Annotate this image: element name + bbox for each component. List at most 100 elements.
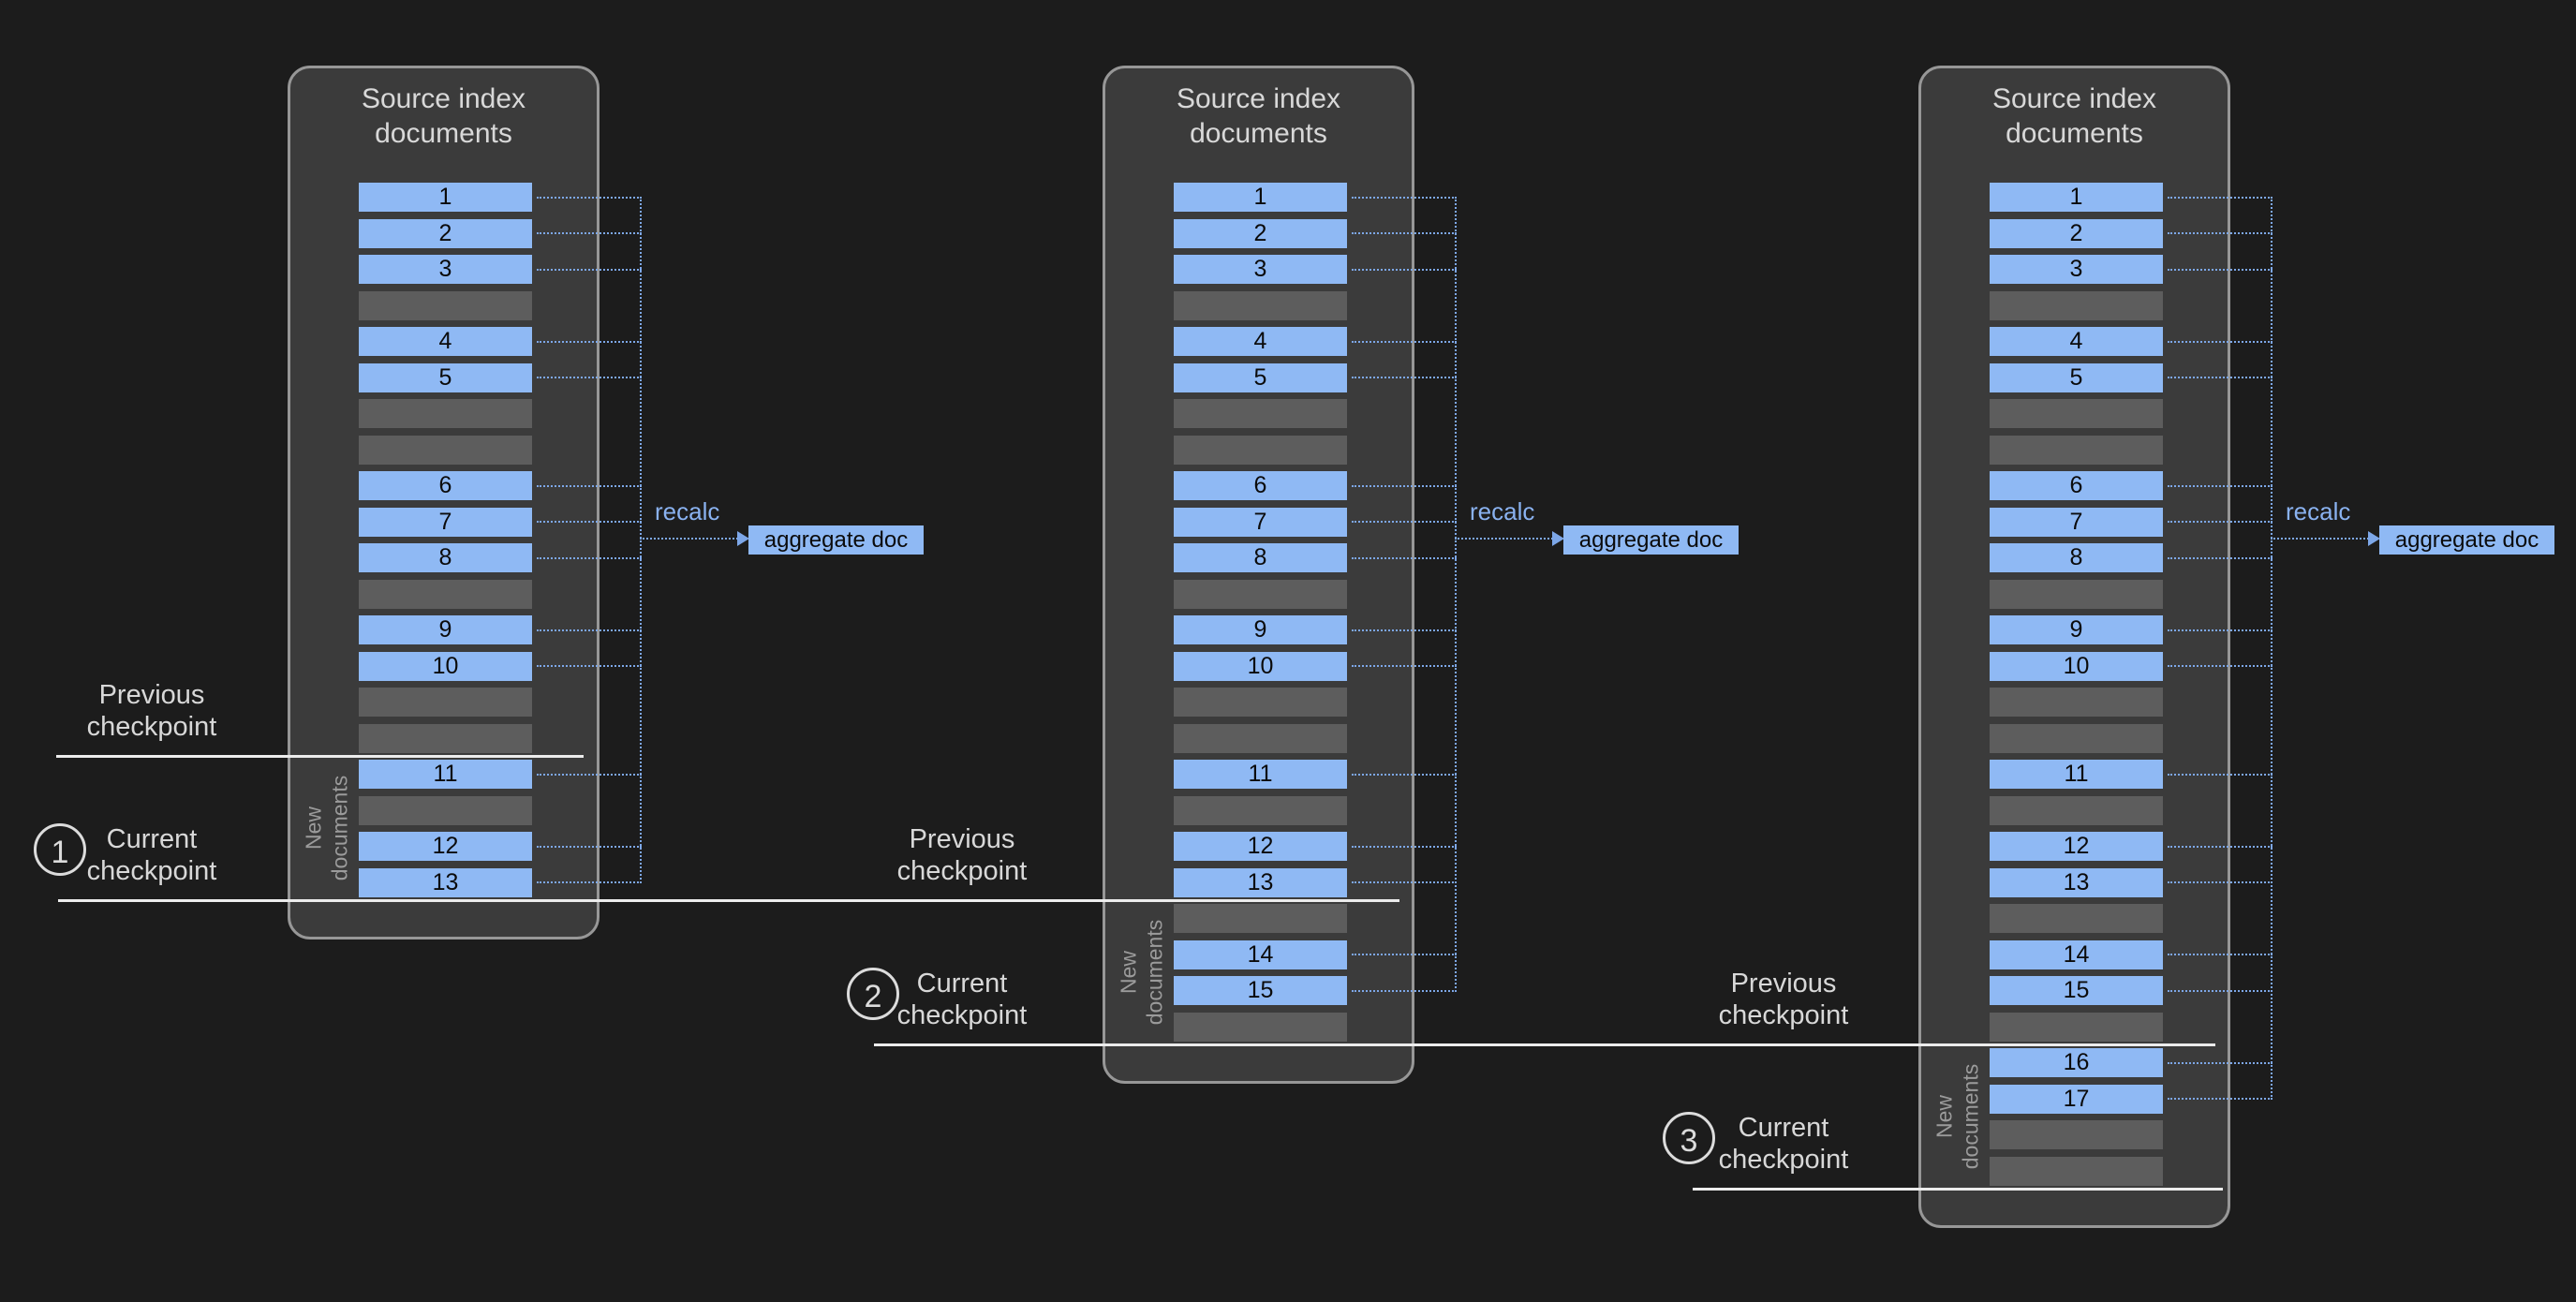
document-bar-label: 11 [1248, 761, 1273, 787]
document-bar: 6 [359, 471, 532, 500]
document-bar: 7 [1174, 508, 1347, 537]
aggregate-doc-box: aggregate doc [1563, 525, 1739, 555]
document-bar: 9 [1990, 615, 2163, 644]
document-bar: 11 [359, 760, 532, 789]
panel-title-line: documents [375, 118, 512, 149]
document-bar-label: 3 [438, 256, 452, 282]
previous-checkpoint-line-text: checkpoint [1718, 1000, 1849, 1030]
recalc-arrow [1455, 538, 1556, 540]
connector-line [1352, 990, 1457, 992]
document-bar-label: 2 [438, 220, 452, 246]
empty-bar [359, 724, 532, 753]
connector-line [2168, 629, 2273, 631]
connector-line [2168, 1062, 2273, 1064]
document-bar-label: 7 [438, 509, 452, 535]
empty-bar [1174, 436, 1347, 465]
document-bar: 5 [1174, 363, 1347, 392]
document-bar: 15 [1174, 976, 1347, 1005]
document-bar: 1 [359, 183, 532, 212]
connector-line [1352, 341, 1457, 343]
connector-line [2168, 557, 2273, 559]
recalc-arrow [2271, 538, 2372, 540]
empty-bar [1174, 291, 1347, 320]
document-bar-label: 12 [432, 833, 459, 859]
document-bar-label: 15 [1247, 977, 1274, 1003]
document-bar: 4 [1174, 327, 1347, 356]
document-bar: 6 [1990, 471, 2163, 500]
connector-line [2168, 954, 2273, 955]
connector-line [1352, 232, 1457, 234]
document-bar-label: 5 [438, 364, 452, 391]
document-bar: 4 [359, 327, 532, 356]
document-bar-label: 11 [2064, 761, 2089, 787]
empty-bar [1990, 291, 2163, 320]
document-bar: 7 [1990, 508, 2163, 537]
empty-bar [1990, 436, 2163, 465]
connector-line [1352, 269, 1457, 271]
document-bar: 9 [359, 615, 532, 644]
document-bar: 15 [1990, 976, 2163, 1005]
panel-title-line: Source index [1176, 83, 1341, 114]
connector-line [2168, 377, 2273, 378]
document-bar-label: 9 [2069, 616, 2083, 643]
previous-checkpoint-line-text: Previous [1730, 969, 1837, 999]
document-bar: 12 [1990, 832, 2163, 861]
connector-line [1352, 557, 1457, 559]
checkpoint-line [874, 1043, 2215, 1046]
document-bar-label: 9 [1253, 616, 1267, 643]
document-bar: 10 [359, 652, 532, 681]
checkpoint-line [58, 899, 1399, 902]
connector-line [2168, 197, 2273, 199]
panel-title-line: Source index [361, 83, 526, 114]
previous-checkpoint-line-text: checkpoint [896, 856, 1028, 886]
new-documents-line: documents [1142, 919, 1167, 1026]
recalc-arrowhead-icon [1552, 531, 1564, 546]
connector-line [537, 521, 642, 523]
document-bar-label: 1 [1253, 184, 1267, 210]
document-bar: 14 [1990, 940, 2163, 969]
empty-bar [1990, 1120, 2163, 1149]
document-bar-label: 14 [1247, 941, 1274, 968]
current-checkpoint-line-text: Current [106, 824, 198, 854]
connector-line [1352, 665, 1457, 667]
connector-line [537, 774, 642, 776]
document-bar: 2 [1990, 219, 2163, 248]
document-bar: 13 [359, 868, 532, 897]
recalc-label: recalc [2286, 497, 2351, 525]
document-bar: 3 [1174, 255, 1347, 284]
document-bar: 5 [1990, 363, 2163, 392]
document-bar-label: 5 [2069, 364, 2083, 391]
empty-bar [1174, 580, 1347, 609]
document-bar-label: 11 [433, 761, 458, 787]
connector-line [2168, 990, 2273, 992]
document-bar: 13 [1990, 868, 2163, 897]
document-bar-label: 13 [2063, 869, 2090, 895]
previous-checkpoint-line-text: Previous [909, 824, 1015, 854]
connector-line [1352, 881, 1457, 883]
current-checkpoint-line-text: Current [1738, 1113, 1829, 1143]
new-documents-line: documents [1958, 1063, 1983, 1170]
empty-bar [1990, 1157, 2163, 1186]
empty-bar [1174, 1013, 1347, 1042]
connector-line [2168, 665, 2273, 667]
checkpoint-number-badge: 3 [1663, 1112, 1715, 1164]
aggregate-doc-box: aggregate doc [748, 525, 924, 555]
document-bar-label: 6 [438, 472, 452, 498]
checkpoint-number-badge: 2 [847, 968, 899, 1020]
connector-line [537, 629, 642, 631]
current-checkpoint-line-text: checkpoint [1718, 1145, 1849, 1175]
aggregation-bracket-line [1455, 197, 1457, 992]
connector-line [2168, 232, 2273, 234]
connector-line [537, 377, 642, 378]
document-bar-label: 7 [2069, 509, 2083, 535]
connector-line [1352, 521, 1457, 523]
current-checkpoint-line-text: checkpoint [896, 1000, 1028, 1030]
document-bar-label: 15 [2063, 977, 2090, 1003]
